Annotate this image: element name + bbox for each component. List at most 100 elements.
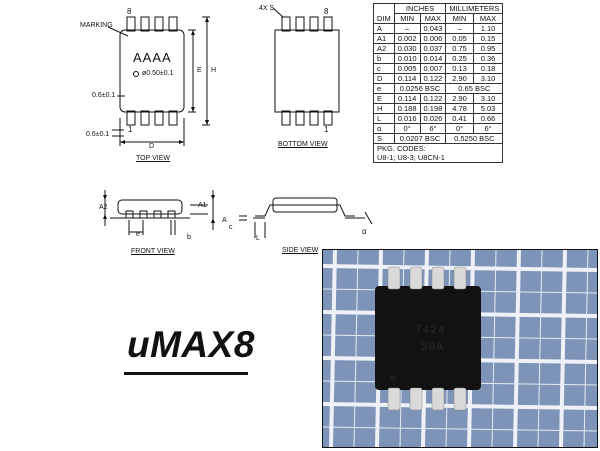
table-cell: 0.0207 BSC: [393, 133, 447, 144]
table-cell: 0.25: [445, 53, 474, 64]
table-header-inches: INCHES: [393, 3, 447, 14]
dim-e-label: E: [197, 67, 202, 74]
table-cell: 4.78: [445, 103, 474, 114]
package-name-underline: [124, 372, 248, 375]
table-cell: 0.114: [393, 73, 421, 84]
top-view-drawing: [107, 16, 210, 146]
table-cell: 0.95: [472, 43, 504, 54]
table-cell: 0.014: [419, 53, 447, 64]
table-cell: L: [373, 113, 395, 124]
front-dim-a2: A2: [99, 204, 108, 211]
table-row: A – 0.043 – 1.10: [373, 23, 504, 34]
table-row: U8-1; U8-3; U8CN-1: [372, 153, 504, 163]
table-cell: 0°: [445, 123, 474, 134]
photo-graph-paper: [323, 250, 597, 447]
top-chip-marking: AAAA: [133, 50, 172, 65]
side-dim-alpha: α: [362, 227, 367, 236]
table-cell: 0.122: [419, 73, 447, 84]
table-header-dim: DIM: [373, 3, 395, 24]
table-cell: D: [373, 73, 395, 84]
table-cell: A1: [373, 33, 395, 44]
dimension-table: DIM INCHES MILLIMETERS MIN MAX MIN MAX A…: [372, 3, 504, 163]
side-view-label: SIDE VIEW: [282, 247, 319, 254]
table-row: c 0.005 0.007 0.13 0.18: [373, 63, 504, 74]
pkg-codes-title: PKG. CODES:: [372, 143, 504, 153]
table-cell: 0.037: [419, 43, 447, 54]
table-cell: 0.002: [393, 33, 421, 44]
table-cell: E: [373, 93, 395, 104]
table-cell: H: [373, 103, 395, 114]
table-cell: 0.13: [445, 63, 474, 74]
left-dim-1-label: 0.6±0.1: [92, 92, 116, 99]
dim-h-label: H: [211, 67, 217, 74]
table-cell: 0.016: [393, 113, 421, 124]
dot-diameter-label: ø0.50±0.1: [142, 70, 174, 77]
table-row: PKG. CODES:: [372, 143, 504, 153]
table-cell: 0.15: [472, 33, 504, 44]
side-view-drawing: [239, 197, 373, 238]
table-cell: 0.198: [419, 103, 447, 114]
table-header-mm: MILLIMETERS: [445, 3, 504, 14]
top-view-label: TOP VIEW: [136, 155, 170, 162]
table-row: α 0° 6° 0° 6°: [373, 123, 504, 134]
left-dim-2-label: 0.6±0.1: [86, 131, 110, 138]
table-cell: 0.007: [419, 63, 447, 74]
pkg-codes: U8-1; U8-3; U8CN-1: [372, 153, 504, 163]
table-row: b 0.010 0.014 0.25 0.36: [373, 53, 504, 64]
front-dim-a: A: [222, 217, 227, 224]
table-cell: 0.043: [419, 23, 447, 34]
table-cell: –: [393, 23, 421, 34]
table-cell: 0.05: [445, 33, 474, 44]
table-cell: 0.41: [445, 113, 474, 124]
table-cell: 0.114: [393, 93, 421, 104]
marking-label: MARKING: [80, 22, 113, 29]
table-cell: 3.10: [472, 93, 504, 104]
side-dim-l: L: [256, 235, 260, 242]
table-cell: 0.18: [472, 63, 504, 74]
table-header-mm-min: MIN: [445, 13, 474, 24]
bottom-corner-label: 4X S: [259, 5, 275, 12]
bottom-pin-8-label: 8: [324, 7, 329, 16]
table-cell: 0.65 BSC: [445, 83, 504, 94]
front-dim-b: b: [187, 234, 191, 241]
front-dim-e: e: [136, 231, 140, 238]
table-cell: 2.90: [445, 73, 474, 84]
table-cell: –: [445, 23, 474, 34]
table-cell: 5.03: [472, 103, 504, 114]
table-cell: 0.026: [419, 113, 447, 124]
table-cell: α: [373, 123, 395, 134]
table-cell: 0.010: [393, 53, 421, 64]
table-cell: 0.005: [393, 63, 421, 74]
table-cell: 6°: [419, 123, 447, 134]
table-header-in-max: MAX: [419, 13, 447, 24]
table-header-row: DIM INCHES MILLIMETERS: [373, 3, 504, 24]
top-pin-1-label: 1: [128, 125, 133, 134]
table-header-in-min: MIN: [393, 13, 421, 24]
table-cell: 3.10: [472, 73, 504, 84]
dim-d-label: D: [149, 143, 155, 150]
table-cell: S: [373, 133, 395, 144]
front-view-drawing: [103, 190, 215, 235]
table-cell: 0°: [393, 123, 421, 134]
table-row: S 0.0207 BSC 0.5250 BSC: [373, 133, 504, 144]
table-row: E 0.114 0.122 2.90 3.10: [373, 93, 504, 104]
table-cell: 1.10: [472, 23, 504, 34]
table-header-mm-max: MAX: [472, 13, 504, 24]
bottom-view-label: BOTTOM VIEW: [278, 141, 328, 148]
table-row: H 0.188 0.198 4.78 5.03: [373, 103, 504, 114]
chip-marking-line2: SUA: [421, 342, 444, 354]
table-cell: b: [373, 53, 395, 64]
table-cell: e: [373, 83, 395, 94]
table-cell: 6°: [472, 123, 504, 134]
table-cell: 0.188: [393, 103, 421, 114]
front-dim-a1: A1: [198, 202, 207, 209]
table-row: D 0.114 0.122 2.90 3.10: [373, 73, 504, 84]
table-cell: 0.030: [393, 43, 421, 54]
chip-marking-line1: 7424: [415, 325, 446, 337]
package-name: uMAX8: [127, 324, 255, 365]
table-cell: 2.90: [445, 93, 474, 104]
table-cell: 0.66: [472, 113, 504, 124]
bottom-view-drawing: [272, 7, 340, 126]
table-row: A2 0.030 0.037 0.75 0.95: [373, 43, 504, 54]
table-cell: 0.122: [419, 93, 447, 104]
